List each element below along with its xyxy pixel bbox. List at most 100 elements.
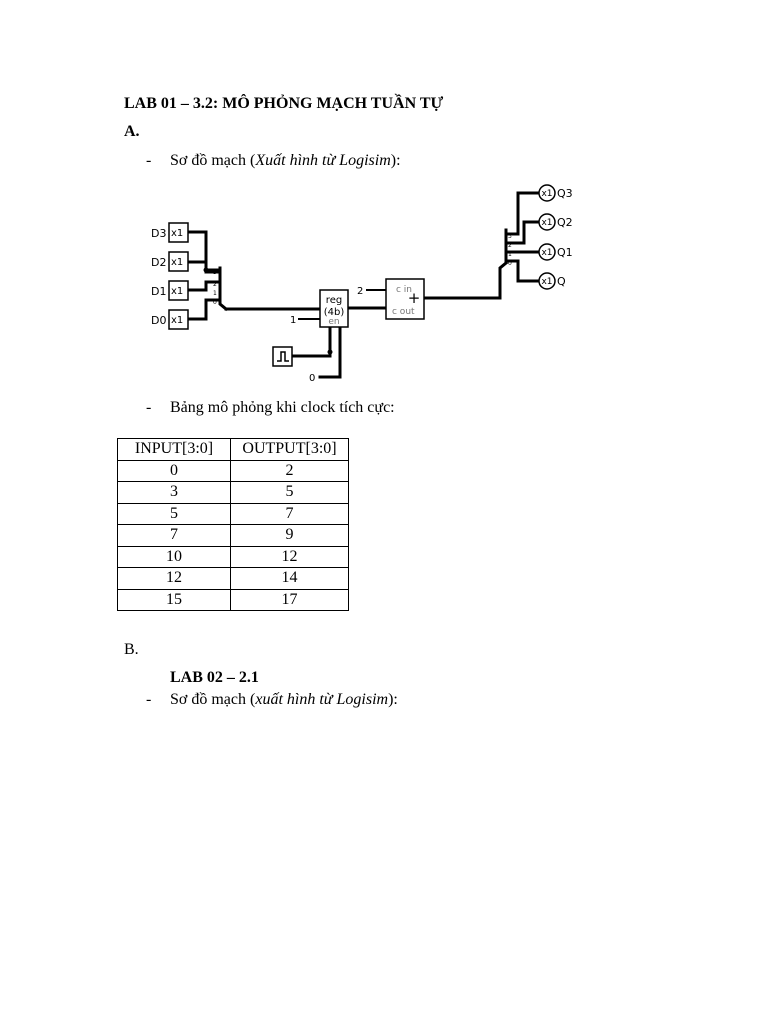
wire-const-zero: [318, 325, 342, 379]
buffer-label: x1: [171, 315, 183, 326]
caption-italic: xuất hình từ Logisim: [255, 691, 389, 708]
input-pin-d2: [168, 251, 189, 272]
adder-block: [385, 278, 425, 320]
output-label-q1: Q1: [557, 246, 573, 259]
lab1-title: LAB 01 – 3.2: MÔ PHỎNG MẠCH TUẦN TỰ: [124, 95, 444, 112]
output-cell: 9: [230, 524, 349, 547]
output-cell: 7: [230, 502, 349, 525]
adder-cin-label: c in: [396, 285, 412, 295]
output-cell: 12: [230, 545, 349, 568]
junction-dot: [327, 349, 333, 355]
splitter-bit-label: 2: [213, 281, 217, 288]
input-label-d0: D0: [151, 314, 166, 327]
buffer-label: x1: [171, 286, 183, 297]
splitter-bit-label: 0: [508, 260, 512, 267]
caption-italic: Xuất hình từ Logisim: [255, 152, 391, 169]
table-header-row: INPUT[3:0] OUTPUT[3:0]: [117, 438, 349, 461]
const-zero-label: 0: [309, 373, 315, 384]
input-cell: 0: [117, 459, 231, 482]
diagram-caption-text: Sơ đồ mạch (Xuất hình từ Logisim):: [170, 151, 401, 171]
buffer-label: x1: [541, 248, 552, 258]
bullet-dash: -: [146, 399, 152, 416]
buffer-label: x1: [171, 228, 183, 239]
bullet-dash: -: [146, 691, 152, 708]
table-caption-text: Bảng mô phỏng khi clock tích cực:: [170, 399, 395, 416]
buffer-label: x1: [541, 277, 552, 287]
lab2-title: LAB 02 – 2.1: [170, 669, 259, 686]
part-a-label: A.: [124, 123, 140, 140]
wire-d0: [186, 298, 220, 321]
splitter-bit-label: 2: [508, 242, 512, 249]
input-cell: 3: [117, 481, 231, 504]
lab2-diagram-caption: - Sơ đồ mạch (xuất hình từ Logisim):: [146, 690, 398, 710]
splitter-bit-label: 1: [213, 290, 217, 297]
wire-d2: [186, 260, 208, 271]
input-label-d1: D1: [151, 285, 166, 298]
bullet-dash: -: [146, 152, 152, 169]
register-label: reg: [326, 295, 342, 306]
input-cell: 15: [117, 588, 231, 611]
input-label-d3: D3: [151, 227, 166, 240]
column-header-output: OUTPUT[3:0]: [230, 438, 349, 461]
buffer-label: x1: [541, 189, 552, 199]
table-caption: - Bảng mô phỏng khi clock tích cực:: [146, 398, 395, 418]
register-width: (4b): [324, 307, 345, 318]
output-pin-q3: [538, 184, 556, 202]
input-cell: 10: [117, 545, 231, 568]
const-two-label: 2: [357, 286, 363, 297]
input-pin-d1: [168, 280, 189, 301]
column-header-input: INPUT[3:0]: [117, 438, 231, 461]
register-enable: en: [328, 317, 339, 327]
wire-d1: [186, 280, 220, 292]
output-cell: 2: [230, 459, 349, 482]
caption-prefix: Sơ đồ mạch (: [170, 152, 256, 169]
output-cell: 17: [230, 588, 349, 611]
const-one-label: 1: [290, 315, 296, 326]
output-pin-q0: [538, 272, 556, 290]
splitter-bit-label: 3: [213, 269, 217, 276]
input-pin-d0: [168, 309, 189, 330]
buffer-label: x1: [171, 257, 183, 268]
output-pin-q2: [538, 213, 556, 231]
wire-clock: [290, 325, 332, 358]
wire-q2: [506, 220, 542, 245]
buffer-label: x1: [541, 218, 552, 228]
junction-dot: [203, 267, 209, 273]
input-pin-d3: [168, 222, 189, 243]
wire-q3: [506, 191, 542, 236]
input-label-d2: D2: [151, 256, 166, 269]
caption-prefix: Sơ đồ mạch (: [170, 691, 256, 708]
input-cell: 7: [117, 524, 231, 547]
lab2-caption-text: Sơ đồ mạch (xuất hình từ Logisim):: [170, 690, 398, 710]
register-block: [319, 289, 349, 328]
wire-d3: [186, 230, 220, 274]
caption-suffix: ):: [388, 691, 398, 708]
output-cell: 14: [230, 567, 349, 590]
splitter-bit-label: 3: [508, 233, 512, 240]
adder-plus-symbol: +: [408, 289, 421, 307]
logisim-circuit-diagram: D3 D2 D1 D0 x1 x1 x1 x1 3 2 1 0 reg (4b)…: [151, 184, 573, 384]
output-label-q0: Q: [557, 275, 566, 288]
output-pin-q1: [538, 243, 556, 261]
splitter-bit-label: 1: [508, 251, 512, 258]
input-cell: 12: [117, 567, 231, 590]
output-label-q3: Q3: [557, 187, 573, 200]
bus-adder-to-splitter: [422, 260, 509, 300]
splitter-bit-label: 0: [213, 299, 217, 306]
adder-cout-label: c out: [392, 307, 415, 317]
caption-suffix: ):: [390, 152, 401, 169]
clock-source: [272, 346, 293, 367]
input-splitter-bus: [218, 266, 229, 312]
output-cell: 5: [230, 481, 349, 504]
clock-icon: [277, 351, 289, 362]
diagram-caption: - Sơ đồ mạch (Xuất hình từ Logisim):: [146, 151, 401, 171]
wire-q0: [506, 259, 542, 283]
